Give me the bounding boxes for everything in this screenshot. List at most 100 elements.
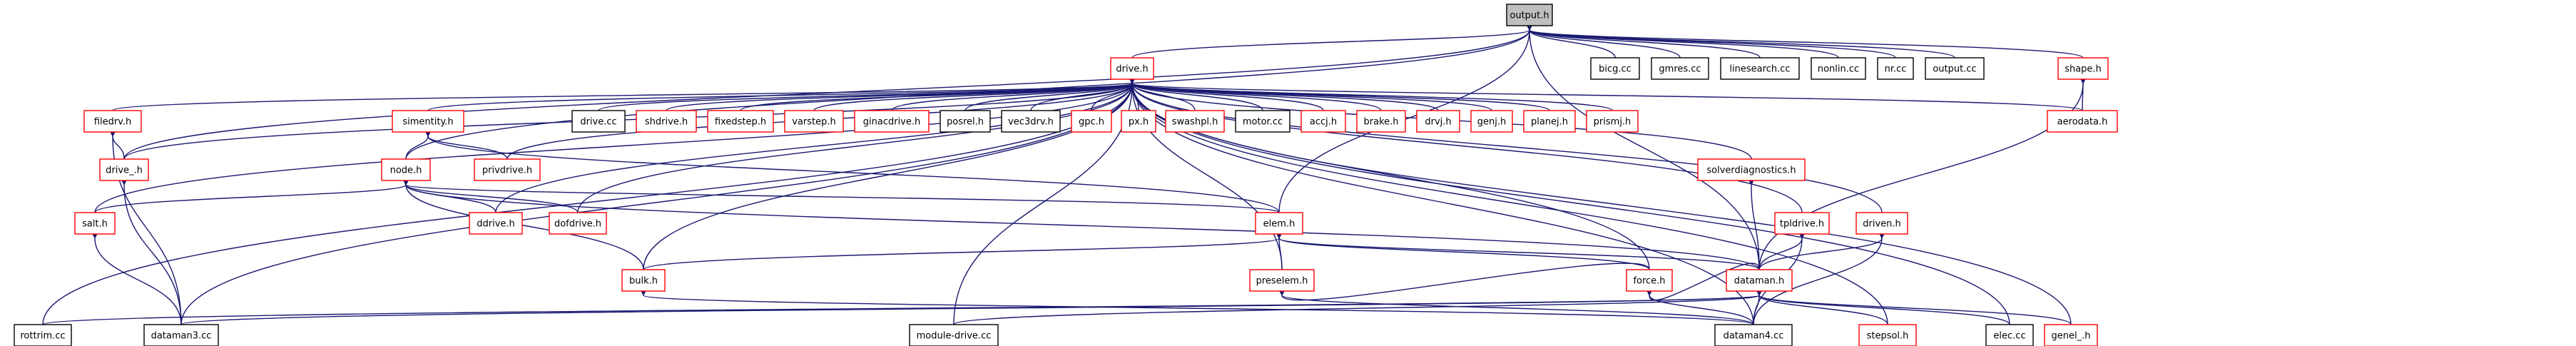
node-vec3drv-h[interactable]: vec3drv.h (1001, 110, 1061, 133)
node-box[interactable] (1858, 324, 1917, 346)
node-box[interactable] (1121, 110, 1156, 133)
node-bicg-cc[interactable]: bicg.cc (1590, 57, 1640, 80)
node-privdrive-h[interactable]: privdrive.h (474, 158, 541, 181)
node-swashpl-h[interactable]: swashpl.h (1165, 110, 1225, 133)
node-box[interactable] (1470, 110, 1513, 133)
node-dataman-h[interactable]: dataman.h (1726, 269, 1793, 292)
node-box[interactable] (392, 110, 464, 133)
node-box[interactable] (381, 158, 431, 181)
node-tpldrive-h[interactable]: tpldrive.h (1774, 212, 1830, 235)
node-box[interactable] (2047, 110, 2118, 133)
node-box[interactable] (1416, 110, 1460, 133)
node-box[interactable] (1985, 324, 2034, 346)
node-output-h[interactable]: output.h (1506, 4, 1553, 26)
node-preselem-h[interactable]: preselem.h (1249, 269, 1315, 292)
node-box[interactable] (1071, 110, 1112, 133)
node-prismj-h[interactable]: prismj.h (1586, 110, 1639, 133)
node-box[interactable] (1651, 57, 1709, 80)
node-box[interactable] (1001, 110, 1061, 133)
node-aerodata-h[interactable]: aerodata.h (2047, 110, 2118, 133)
node-planej-h[interactable]: planej.h (1523, 110, 1576, 133)
node-linesearch-cc[interactable]: linesearch.cc (1720, 57, 1800, 80)
node-box[interactable] (707, 110, 774, 133)
node-box[interactable] (1877, 57, 1914, 80)
node-px-h[interactable]: px.h (1121, 110, 1156, 133)
node-driven-h[interactable]: driven.h (1855, 212, 1908, 235)
node-drvj-h[interactable]: drvj.h (1416, 110, 1460, 133)
node-box[interactable] (99, 158, 149, 181)
node-box[interactable] (469, 212, 523, 235)
node-drive-h[interactable]: drive.h (1110, 57, 1154, 80)
node-elem-h[interactable]: elem.h (1255, 212, 1303, 235)
node-box[interactable] (1626, 269, 1673, 292)
node-box[interactable] (2044, 324, 2098, 346)
node-box[interactable] (1235, 110, 1290, 133)
node-bulk-h[interactable]: bulk.h (621, 269, 666, 292)
node-box[interactable] (1586, 110, 1639, 133)
node-node-h[interactable]: node.h (381, 158, 431, 181)
node-box[interactable] (1110, 57, 1154, 80)
node-nonlin-cc[interactable]: nonlin.cc (1811, 57, 1866, 80)
node-output-cc[interactable]: output.cc (1925, 57, 1985, 80)
node-box[interactable] (909, 324, 999, 346)
node-posrel-h[interactable]: posrel.h (940, 110, 991, 133)
node-genj-h[interactable]: genj.h (1470, 110, 1513, 133)
node-box[interactable] (1356, 110, 1406, 133)
node-genel--h[interactable]: genel_.h (2044, 324, 2098, 346)
node-box[interactable] (549, 212, 607, 235)
node-box[interactable] (1506, 4, 1553, 26)
node-dataman3-cc[interactable]: dataman3.cc (143, 324, 219, 346)
node-box[interactable] (636, 110, 697, 133)
node-stepsol-h[interactable]: stepsol.h (1858, 324, 1917, 346)
node-box[interactable] (83, 110, 142, 133)
node-filedrv-h[interactable]: filedrv.h (83, 110, 142, 133)
node-elec-cc[interactable]: elec.cc (1985, 324, 2034, 346)
node-shape-h[interactable]: shape.h (2057, 57, 2109, 80)
node-box[interactable] (143, 324, 219, 346)
node-box[interactable] (1720, 57, 1800, 80)
node-module-drive-cc[interactable]: module-drive.cc (909, 324, 999, 346)
node-force-h[interactable]: force.h (1626, 269, 1673, 292)
node-drive--h[interactable]: drive_.h (99, 158, 149, 181)
node-box[interactable] (1774, 212, 1830, 235)
node-accj-h[interactable]: accj.h (1300, 110, 1346, 133)
node-simentity-h[interactable]: simentity.h (392, 110, 464, 133)
node-rottrim-cc[interactable]: rottrim.cc (14, 324, 72, 346)
node-box[interactable] (1300, 110, 1346, 133)
node-box[interactable] (571, 110, 626, 133)
node-box[interactable] (854, 110, 930, 133)
node-box[interactable] (1590, 57, 1640, 80)
node-box[interactable] (1697, 158, 1806, 181)
node-box[interactable] (1726, 269, 1793, 292)
node-box[interactable] (14, 324, 72, 346)
node-dataman4-cc[interactable]: dataman4.cc (1714, 324, 1793, 346)
node-gpc-h[interactable]: gpc.h (1071, 110, 1112, 133)
node-fixedstep-h[interactable]: fixedstep.h (707, 110, 774, 133)
node-box[interactable] (474, 158, 541, 181)
node-box[interactable] (2057, 57, 2109, 80)
node-box[interactable] (1925, 57, 1985, 80)
node-box[interactable] (1255, 212, 1303, 235)
node-ginacdrive-h[interactable]: ginacdrive.h (854, 110, 930, 133)
node-drive-cc[interactable]: drive.cc (571, 110, 626, 133)
node-box[interactable] (1523, 110, 1576, 133)
node-ddrive-h[interactable]: ddrive.h (469, 212, 523, 235)
node-box[interactable] (940, 110, 991, 133)
node-motor-cc[interactable]: motor.cc (1235, 110, 1290, 133)
node-varstep-h[interactable]: varstep.h (784, 110, 844, 133)
node-solverdiagnostics-h[interactable]: solverdiagnostics.h (1697, 158, 1806, 181)
node-shdrive-h[interactable]: shdrive.h (636, 110, 697, 133)
node-nr-cc[interactable]: nr.cc (1877, 57, 1914, 80)
node-box[interactable] (1249, 269, 1315, 292)
node-salt-h[interactable]: salt.h (74, 212, 116, 235)
node-brake-h[interactable]: brake.h (1356, 110, 1406, 133)
node-box[interactable] (1811, 57, 1866, 80)
node-box[interactable] (784, 110, 844, 133)
node-box[interactable] (1714, 324, 1793, 346)
node-dofdrive-h[interactable]: dofdrive.h (549, 212, 607, 235)
node-box[interactable] (1855, 212, 1908, 235)
node-box[interactable] (74, 212, 116, 235)
node-box[interactable] (1165, 110, 1225, 133)
node-gmres-cc[interactable]: gmres.cc (1651, 57, 1709, 80)
node-box[interactable] (621, 269, 666, 292)
